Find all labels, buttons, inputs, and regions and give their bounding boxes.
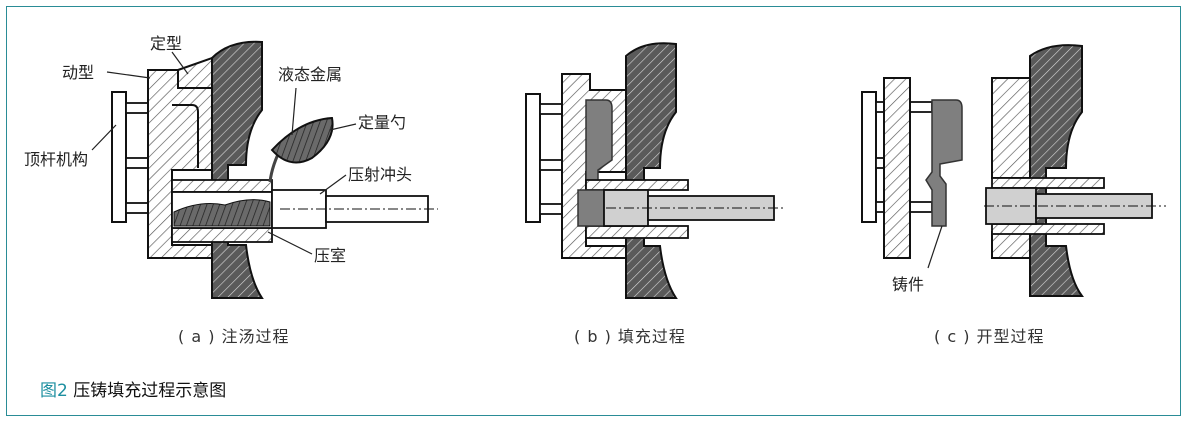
figure-caption: 图2 压铸填充过程示意图 [40, 376, 226, 401]
label-shot-chamber: 压室 [314, 246, 346, 265]
casting-b [585, 99, 613, 183]
label-molten-metal: 液态金属 [278, 65, 342, 84]
label-moving-die: 动型 [62, 63, 94, 82]
subcaption-c: ( c ) 开型过程 [934, 327, 1045, 346]
label-casting: 铸件 [892, 275, 924, 294]
panel-c-drawing: 铸件 [861, 44, 1166, 297]
ladle-a [270, 116, 334, 164]
panel-b-drawing [525, 42, 786, 299]
fixed-die-a [211, 40, 264, 299]
casting-c [925, 99, 963, 227]
panel-a-drawing: 定型 动型 液态金属 定量勺 顶杆机构 压射冲头 压室 [24, 34, 438, 299]
label-plunger: 压射冲头 [348, 165, 412, 184]
subcaption-a: ( a ) 注汤过程 [178, 327, 290, 346]
label-ejector: 顶杆机构 [24, 150, 88, 169]
caption-text: 压铸填充过程示意图 [73, 381, 227, 401]
label-ladle: 定量勺 [358, 113, 406, 132]
ejector-plate-a [111, 91, 127, 223]
subcaption-b: ( b ) 填充过程 [574, 327, 686, 346]
label-fixed-die: 定型 [150, 34, 182, 53]
caption-number: 图2 [40, 381, 68, 401]
